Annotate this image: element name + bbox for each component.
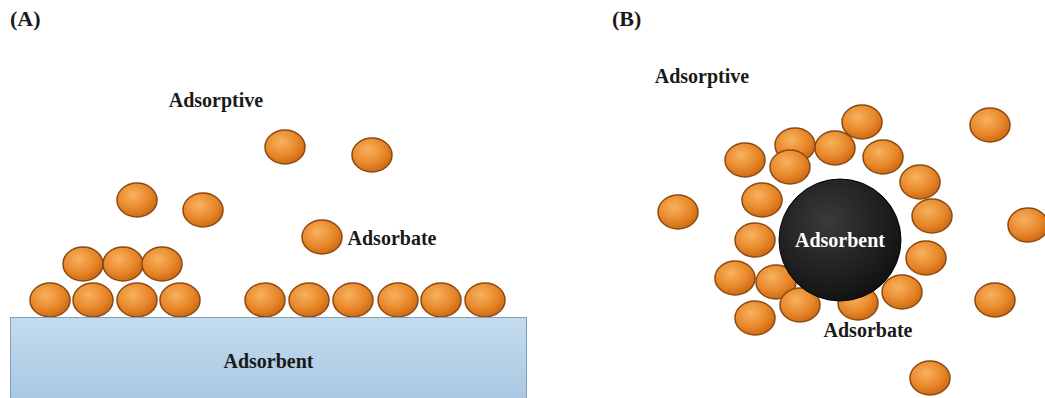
adsorbate-label: Adsorbate xyxy=(824,319,913,342)
panel-letter: (A) xyxy=(10,6,41,32)
adsorbent-label: Adsorbent xyxy=(223,350,313,373)
adsorbent-label: Adsorbent xyxy=(795,229,885,252)
adsorptive-label: Adsorptive xyxy=(655,65,749,88)
panel-letter: (B) xyxy=(612,6,641,32)
adsorbate-label: Adsorbate xyxy=(348,227,437,250)
adsorbent-surface: Adsorbent xyxy=(10,317,527,398)
panel-a-particles xyxy=(30,130,505,317)
panel-b-particles xyxy=(658,105,1045,395)
adsorptive-label: Adsorptive xyxy=(169,89,263,112)
adsorbent-particle: Adsorbent xyxy=(778,178,902,302)
